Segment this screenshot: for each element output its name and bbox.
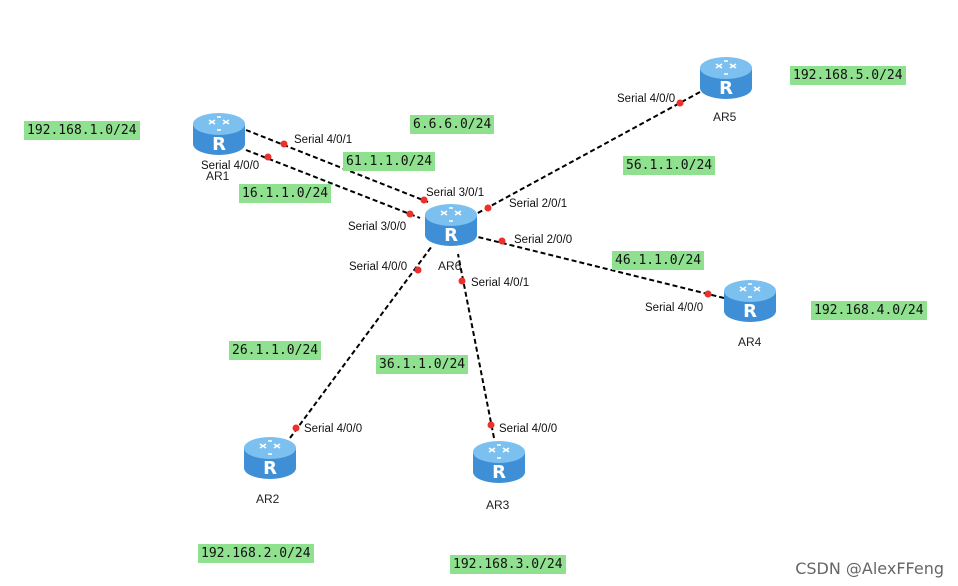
router-ar2[interactable]: R <box>242 434 298 482</box>
port-label-ar6-s300: Serial 3/0/0 <box>348 221 407 233</box>
router-icon: R <box>425 204 477 246</box>
router-ar1[interactable]: R <box>191 110 247 158</box>
svg-text:R: R <box>492 462 506 483</box>
port-dot <box>406 210 414 218</box>
port-label-ar1-s400: Serial 4/0/0 <box>201 160 260 172</box>
router-icon: R <box>473 441 525 483</box>
svg-text:R: R <box>444 225 458 246</box>
port-dot <box>420 196 428 204</box>
router-icon: R <box>193 113 245 155</box>
link-ar4-ar6[interactable] <box>477 236 725 299</box>
net-label-lan1: 192.168.1.0/24 <box>24 121 140 140</box>
net-label-36: 36.1.1.0/24 <box>376 355 469 374</box>
router-icon: R <box>244 437 296 479</box>
port-dot <box>676 99 684 107</box>
router-name-ar3: AR3 <box>486 498 510 512</box>
router-ar4[interactable]: R <box>722 277 778 325</box>
net-label-lan5: 192.168.5.0/24 <box>790 66 906 85</box>
net-label-16: 16.1.1.0/24 <box>239 184 332 203</box>
port-dot <box>704 290 712 298</box>
router-name-ar2: AR2 <box>256 492 280 506</box>
net-label-56: 56.1.1.0/24 <box>623 156 716 175</box>
router-name-ar5: AR5 <box>713 110 737 124</box>
svg-text:R: R <box>263 458 277 479</box>
net-label-61: 61.1.1.0/24 <box>343 152 436 171</box>
port-label-ar4-s400: Serial 4/0/0 <box>645 302 704 314</box>
net-label-lan4: 192.168.4.0/24 <box>811 301 927 320</box>
port-dot <box>280 140 288 148</box>
link-ar3-ar6[interactable] <box>457 253 495 439</box>
svg-text:R: R <box>212 134 226 155</box>
router-name-ar4: AR4 <box>738 335 762 349</box>
port-dot <box>484 204 492 212</box>
port-label-ar6-s201: Serial 2/0/1 <box>509 198 568 210</box>
link-ar1-ar6-s400-s300[interactable] <box>245 149 421 219</box>
router-ar6[interactable]: R <box>423 201 479 249</box>
router-icon: R <box>700 57 752 99</box>
port-label-ar1-s401: Serial 4/0/1 <box>294 134 353 146</box>
port-dot <box>498 237 506 245</box>
port-dot <box>264 153 272 161</box>
net-label-lan2: 192.168.2.0/24 <box>198 544 314 563</box>
port-dot <box>292 424 300 432</box>
port-label-ar6-s400: Serial 4/0/0 <box>349 261 408 273</box>
port-label-ar5-s400: Serial 4/0/0 <box>617 93 676 105</box>
net-label-26: 26.1.1.0/24 <box>229 341 322 360</box>
svg-text:R: R <box>743 301 757 322</box>
net-label-lan3: 192.168.3.0/24 <box>450 555 566 574</box>
port-label-ar6-s401: Serial 4/0/1 <box>471 277 530 289</box>
port-label-ar2-s400: Serial 4/0/0 <box>304 423 363 435</box>
router-ar3[interactable]: R <box>471 438 527 486</box>
link-ar5-ar6[interactable] <box>475 91 701 215</box>
router-ar5[interactable]: R <box>698 54 754 102</box>
watermark: CSDN @AlexFFeng <box>795 559 944 578</box>
router-icon: R <box>724 280 776 322</box>
svg-text:R: R <box>719 78 733 99</box>
link-ar1-ar6-s401-s301[interactable] <box>245 129 429 203</box>
port-label-ar6-s200: Serial 2/0/0 <box>514 234 573 246</box>
router-name-ar1: AR1 <box>206 169 230 183</box>
port-label-ar3-s400: Serial 4/0/0 <box>499 423 558 435</box>
port-dot <box>414 266 422 274</box>
port-label-ar6-s301: Serial 3/0/1 <box>426 187 485 199</box>
net-label-46: 46.1.1.0/24 <box>612 251 705 270</box>
port-dot <box>487 421 495 429</box>
router-name-ar6: AR6 <box>438 259 462 273</box>
net-label-loop6: 6.6.6.0/24 <box>410 115 495 134</box>
port-dot <box>458 277 466 285</box>
